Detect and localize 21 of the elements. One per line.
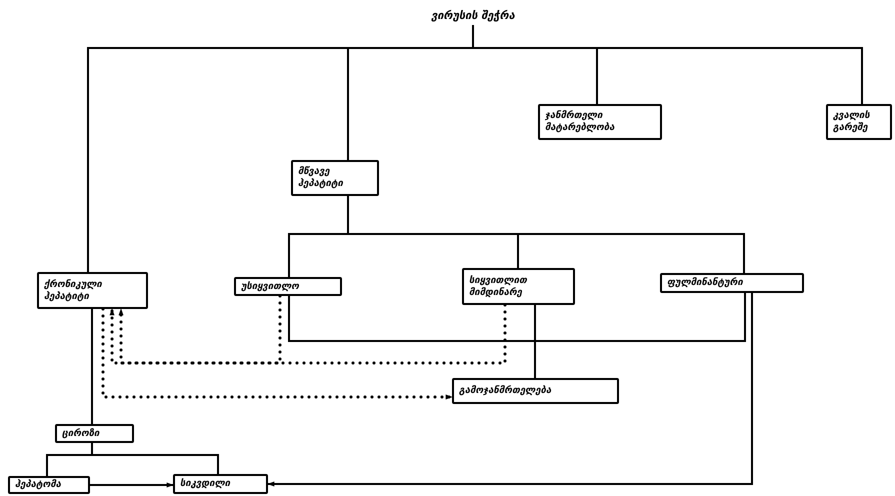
process-box: ქრონიკული ჰეპატიტი — [37, 272, 148, 309]
dotted-arrow — [102, 308, 454, 400]
arrow — [267, 293, 753, 486]
process-box: ჯანმრთელი მატარებლობა — [538, 104, 662, 140]
connector-line — [472, 25, 863, 104]
process-box: სიკვდილი — [173, 474, 268, 494]
process-box: უსიყვითლო — [234, 277, 342, 296]
dotted-arrow — [118, 304, 506, 364]
connector-line — [91, 443, 219, 474]
process-box: სიყვითლით მიმდინარე — [462, 268, 575, 305]
arrow — [90, 482, 174, 488]
process-box: კვალის გარეშე — [826, 104, 892, 140]
process-box: გამოჯანმრთელება — [452, 378, 619, 404]
connector-line — [91, 309, 93, 424]
process-box: ციროზი — [55, 424, 134, 443]
connector-line — [534, 293, 746, 378]
dotted-arrow — [110, 294, 282, 364]
process-box: ჰეპატომა — [8, 476, 90, 494]
process-box: ფულმინანტური — [660, 273, 804, 293]
title-text: ვირუსის შეჭრა — [405, 7, 541, 25]
process-box: მწვავე ჰეპატიტი — [291, 160, 379, 196]
